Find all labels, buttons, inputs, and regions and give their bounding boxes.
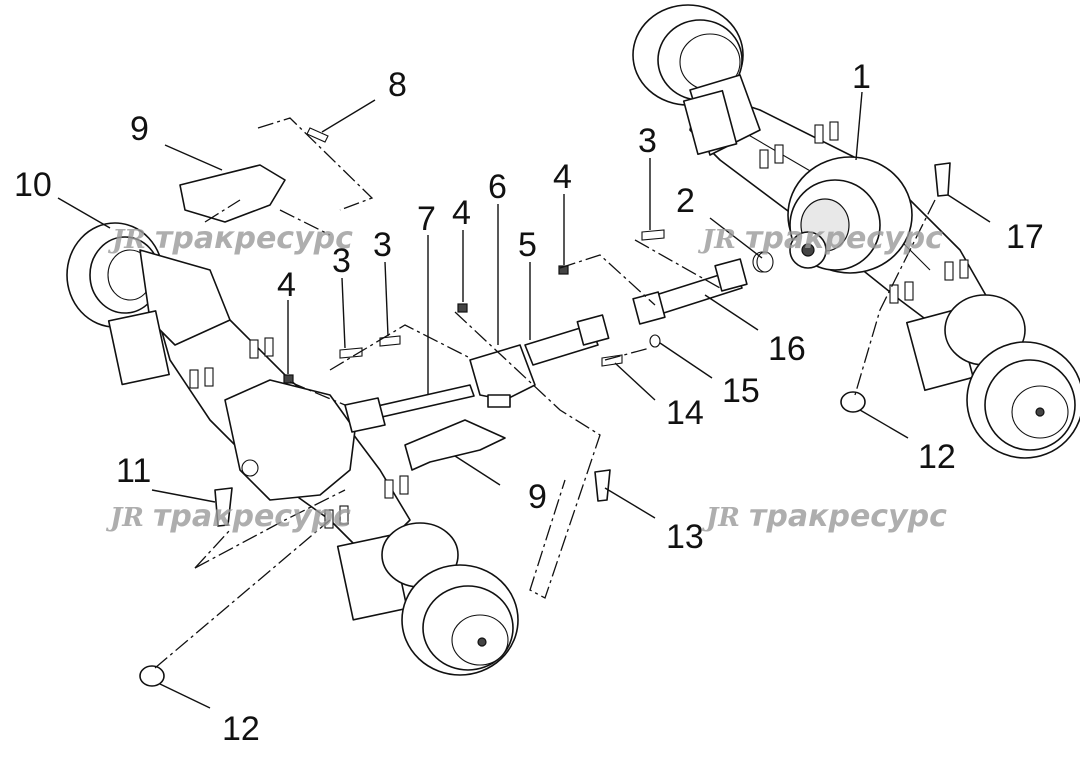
front-left-hub [66,222,231,386]
assembly-lines [154,117,936,669]
watermark-top-right: JR тракресурс [697,221,943,256]
watermark-bottom-right: JR тракресурс [701,499,947,534]
drive-shaft-assembly [344,251,774,433]
callout-7: 7 [417,200,436,238]
watermark-logo: JR [701,503,740,533]
callout-16: 16 [768,330,806,368]
rear-right-hub [905,294,1080,459]
callout-9: 9 [528,478,547,516]
callout-3: 3 [373,226,392,264]
cover-plate-bottom [404,419,506,471]
callout-13: 13 [666,518,704,556]
callout-1: 1 [852,58,871,96]
watermark-logo: JR [697,225,736,255]
bolt-11 [214,487,233,527]
rear-left-hub [632,4,761,156]
callout-17: 17 [1006,218,1044,256]
callout-6: 6 [488,168,507,206]
callout-14: 14 [666,394,704,432]
watermark-logo: JR [107,225,146,255]
callout-3: 3 [638,122,657,160]
callout-11: 11 [116,452,151,490]
watermark-text: тракресурс [749,499,947,534]
callout-4: 4 [553,158,572,196]
callout-3: 3 [332,242,351,280]
callout-12: 12 [222,710,260,748]
callout-4: 4 [277,266,296,304]
callout-5: 5 [518,226,537,264]
nut-12-left [139,665,165,687]
nut-12-right [840,391,866,413]
watermark-text: тракресурс [155,221,353,256]
front-mounting-studs [189,337,409,529]
callout-4: 4 [452,194,471,232]
cover-plate-top [179,164,286,223]
watermark-bottom-left: JR тракресурс [105,499,351,534]
rear-axle-assembly [632,4,1080,459]
watermark-top-left: JR тракресурс [107,221,353,256]
watermark-text: тракресурс [153,499,351,534]
callout-2: 2 [676,182,695,220]
rear-differential [752,156,913,274]
front-right-hub [336,522,519,676]
bolt-13 [594,469,611,502]
rear-mounting-studs [759,121,969,304]
callout-12: 12 [918,438,956,476]
callout-15: 15 [722,372,760,410]
watermark-text: тракресурс [745,221,943,256]
callout-8: 8 [388,66,407,104]
callout-10: 10 [14,166,52,204]
small-parts [139,127,951,687]
bolt-8 [306,127,329,143]
leader-lines [57,91,991,709]
callout-labels: 1 2 3 3 3 3 4 4 4 5 6 7 8 9 9 10 11 12 1… [14,58,1044,748]
callout-9: 9 [130,110,149,148]
bolt-17 [934,162,951,197]
front-axle-assembly [66,222,519,676]
watermark-logo: JR [105,503,144,533]
